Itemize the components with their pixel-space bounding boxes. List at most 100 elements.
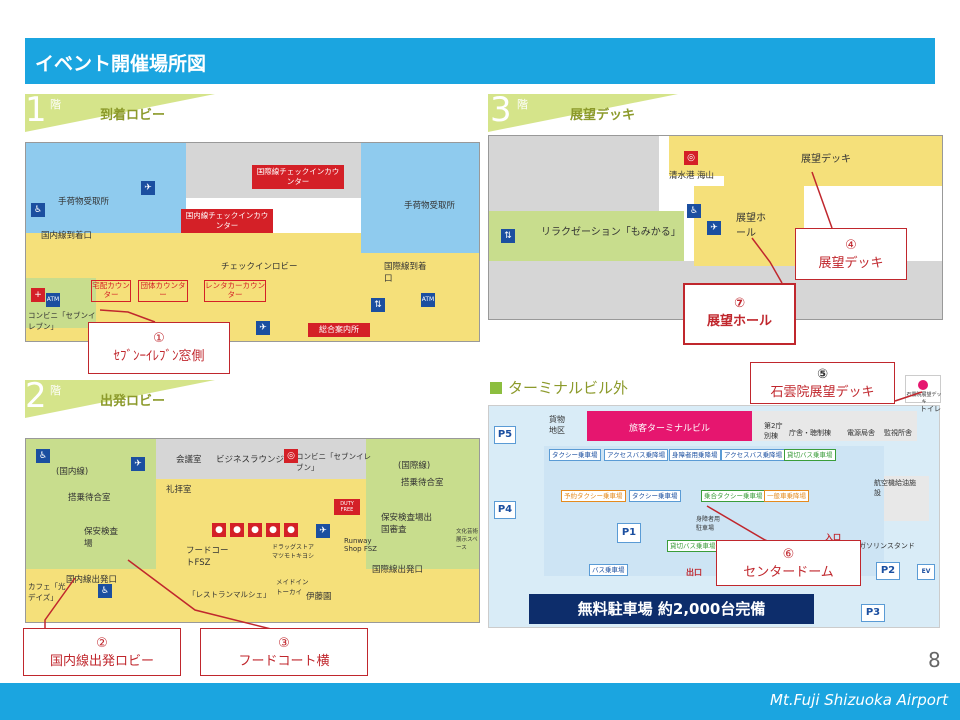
f2-food-icon-2: ● <box>230 523 244 537</box>
callout-5-name: 石雲院展望デッキ <box>770 385 875 400</box>
ext-stop-10: バス乗車場 <box>589 564 628 576</box>
page-title: イベント開催場所図 <box>25 38 935 84</box>
f2-maid: メイドイントーカイ <box>276 578 309 596</box>
exterior-heading-text: ターミナルビル外 <box>508 379 629 397</box>
ext-exit: 出口 <box>686 568 702 577</box>
callout-6-name: センタードーム <box>743 565 834 580</box>
f3-restroom-icon: ♿ <box>687 204 701 218</box>
ext-stop-0: タクシー乗車場 <box>549 449 601 461</box>
f2-departure-icon: ✈ <box>316 524 330 538</box>
callout-3-name: フードコート横 <box>238 654 330 669</box>
f1-convenience: コンビニ「セブンイレブン」 <box>28 311 96 331</box>
callout-1: ① ｾﾌﾞﾝｰｲﾚﾌﾞﾝ窓側 <box>88 322 230 374</box>
page-number: 8 <box>928 648 941 672</box>
f3-kaizan: 海山 <box>697 171 715 181</box>
ext-sekiunin-dot <box>918 380 928 390</box>
ext-entrance: 入口 <box>825 533 841 542</box>
f1-checkin-lobby: チェックインロビー <box>221 262 298 272</box>
callout-7-name: 展望ホール <box>706 314 772 329</box>
callout-4: ④ 展望デッキ <box>795 228 907 280</box>
ext-p2: P2 <box>876 562 900 580</box>
f3-hall: 展望ホール <box>736 213 766 239</box>
f1-dom-checkin-tag: 国内線チェックインカウンター <box>181 209 273 233</box>
f2-foodcourt: フードコートFSZ <box>186 546 229 568</box>
f2-shop-icon: ◎ <box>284 449 298 463</box>
f2-ito: 伊藤園 <box>306 592 332 602</box>
floor1-name: 到着ロビー <box>100 108 166 123</box>
ext-parking-banner: 無料駐車場 約2,000台完備 <box>529 594 814 624</box>
f2-marche: 「レストランマルシェ」 <box>188 590 271 599</box>
ext-stop-9: 貸切バス乗車場 <box>667 540 719 552</box>
f2-dom-departure: 国内線出発口 <box>66 575 118 585</box>
f1-plane-icon: ✈ <box>141 181 155 195</box>
f2-food-icon-3: ● <box>248 523 262 537</box>
f2-boarding-dom: 搭乗待合室 <box>68 493 111 503</box>
f2-accessible-icon: ♿ <box>98 584 112 598</box>
f1-group-counter: 団体カウンター <box>138 280 188 302</box>
f1-baggage-left: 手荷物受取所 <box>58 197 110 207</box>
ext-stop-2: 身障者用乗降場 <box>669 449 721 461</box>
footer-bar: Mt.Fuji Shizuoka Airport <box>0 683 960 720</box>
floor2-number: 2 <box>25 376 47 416</box>
ext-stop-4: 貸切バス乗車場 <box>784 449 836 461</box>
ext-p4: P4 <box>494 501 516 519</box>
callout-6: ⑥ センタードーム <box>716 540 861 586</box>
floor3-name: 展望デッキ <box>570 108 636 123</box>
callout-2-name: 国内線出発ロビー <box>49 654 154 669</box>
callout-5: ⑤ 石雲院展望デッキ <box>750 362 895 404</box>
f2-cafe: カフェ「光デイズ」 <box>28 582 66 602</box>
f2-culture: 文化芸術展示スペース <box>456 529 479 551</box>
callout-7-num: ⑦ <box>733 296 745 311</box>
f1-info-desk: 総合案内所 <box>308 323 370 337</box>
f3-relax: リラクゼーション「もみかる」 <box>541 227 681 238</box>
ext-stop-1: アクセスバス乗降場 <box>604 449 669 461</box>
ext-p5: P5 <box>494 426 516 444</box>
exterior-heading-marker <box>490 382 502 394</box>
ext-stop-6: タクシー乗車場 <box>629 490 681 502</box>
floor2-map: (国内線) (国際線) 搭乗待合室 搭乗待合室 会議室 ビジネスラウンジ コンビ… <box>25 438 480 623</box>
f1-intl-arrival: 国際線到着口 <box>384 262 427 284</box>
f2-dutyfree: DUTY FREE <box>334 499 360 515</box>
ext-office: 庁舎・聴制棟 <box>789 429 831 437</box>
callout-6-num: ⑥ <box>782 547 795 562</box>
floor1-number: 1 <box>25 90 47 130</box>
f2-runway: Runway Shop FSZ <box>344 537 377 553</box>
ext-fuel: 航空機給油施設 <box>874 479 916 497</box>
floor2-name: 出発ロビー <box>100 394 166 409</box>
f1-rental-counter: レンタカーカウンター <box>204 280 266 302</box>
f2-business: ビジネスラウンジ <box>216 455 285 465</box>
callout-5-num: ⑤ <box>816 367 828 382</box>
ext-stop-5: 予約タクシー乗車場 <box>561 490 626 502</box>
f1-atm2-icon: ATM <box>421 293 435 307</box>
f1-baggage-right: 手荷物受取所 <box>404 201 456 211</box>
f2-food-icon-1: ● <box>212 523 226 537</box>
callout-2-num: ② <box>96 636 108 651</box>
f1-departure-icon: ✈ <box>256 321 270 335</box>
f2-convenience: コンビニ「セブンイレブン」 <box>296 452 371 472</box>
ext-stop-3: アクセスバス乗降場 <box>721 449 786 461</box>
f2-conference: 会議室 <box>176 455 202 465</box>
f2-intl: (国際線) <box>398 461 431 471</box>
ext-gas: ガソリンスタンド <box>859 542 915 550</box>
ext-p3: P3 <box>861 604 885 622</box>
callout-7: ⑦ 展望ホール <box>683 283 796 345</box>
f2-domestic: (国内線) <box>56 467 89 477</box>
callout-4-name: 展望デッキ <box>818 256 884 271</box>
ext-dome-sign: 身障者用駐車場 <box>696 516 721 532</box>
callout-1-name: ｾﾌﾞﾝｰｲﾚﾌﾞﾝ窓側 <box>113 349 205 364</box>
f1-atm1-icon: ATM <box>46 293 60 307</box>
ext-stop-7: 乗合タクシー乗車場 <box>701 490 766 502</box>
f2-food-icon-5: ● <box>284 523 298 537</box>
ext-terminal: 旅客ターミナルビル <box>629 424 711 434</box>
f3-deck: 展望デッキ <box>801 154 851 165</box>
floor3-number: 3 <box>490 90 512 130</box>
f2-drug: ドラッグストアマツモトキヨシ <box>272 544 315 560</box>
f3-plane-icon: ✈ <box>707 221 721 235</box>
ext-p1: P1 <box>617 523 641 543</box>
f1-delivery-counter: 宅配カウンター <box>91 280 131 302</box>
callout-4-num: ④ <box>845 238 857 253</box>
f2-intl-departure: 国際線出発口 <box>372 565 424 575</box>
f1-restroom-icon: ♿ <box>31 203 45 217</box>
floor3-kai: 階 <box>517 98 528 111</box>
f2-food-icon-4: ● <box>266 523 280 537</box>
